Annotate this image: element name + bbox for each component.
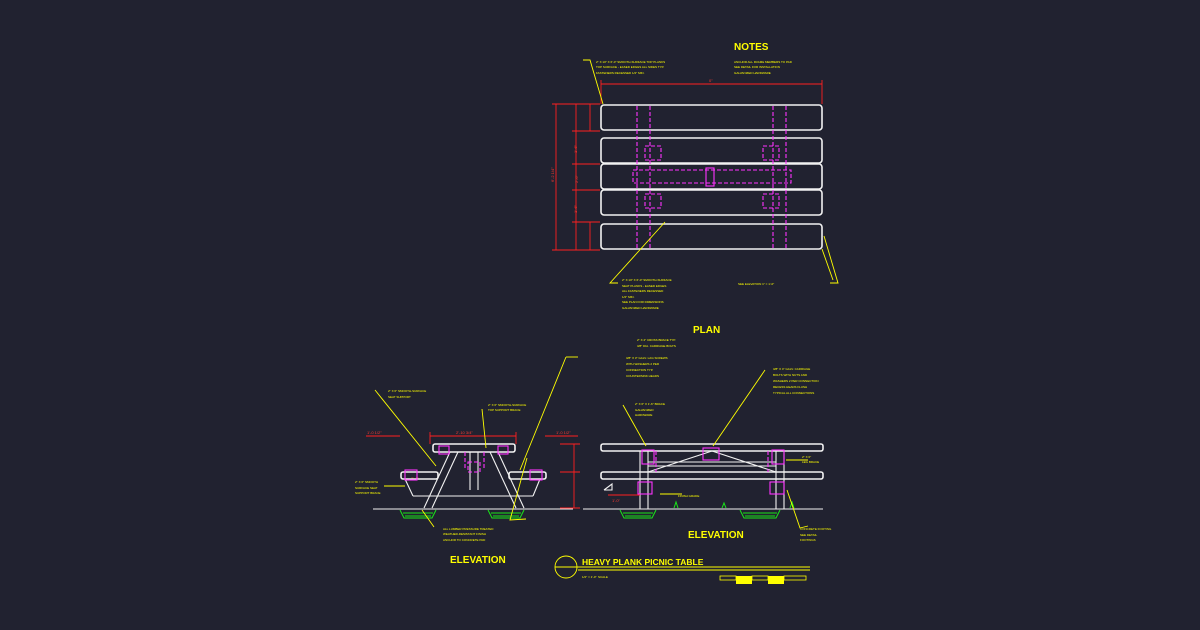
notes-label: NOTES [734,42,769,53]
title-block: 1/2" = 1'-0" SCALE [554,555,810,584]
svg-text:WITH WASHERS 2 PER: WITH WASHERS 2 PER [626,362,660,366]
svg-text:6'-2 1/4": 6'-2 1/4" [550,167,555,182]
drawing-title: HEAVY PLANK PICNIC TABLE [582,557,704,567]
scale-bar [719,575,807,584]
svg-text:ALL LUMBER PRESSURE TREATED: ALL LUMBER PRESSURE TREATED [443,527,494,531]
side-elevation: 1'-0" 3/8" X 3" GALV. LAG SCREWS WITH WA… [583,356,832,542]
plan-view: 0" 6'-2 1/4" 1'-6" 2'-6" 1'-6" [550,59,839,348]
svg-text:SCALE: SCALE [598,575,608,579]
plan-dimensions: 0" 6'-2 1/4" 1'-6" 2'-6" 1'-6" [550,78,823,251]
svg-text:2" X 10" X 6'-0" SMOOTH-SURFAC: 2" X 10" X 6'-0" SMOOTH-SURFACE [622,278,672,282]
svg-text:0": 0" [709,78,713,83]
svg-text:1/2" = 1'-0": 1/2" = 1'-0" [582,575,597,579]
svg-text:2" X 6" SMOOTH: 2" X 6" SMOOTH [355,480,378,484]
svg-text:SEAT SUPPORT: SEAT SUPPORT [388,395,411,399]
svg-text:SURFACE SEAT: SURFACE SEAT [355,486,378,490]
svg-text:3/8" X 4" GALV. CARRIAGE: 3/8" X 4" GALV. CARRIAGE [773,367,810,371]
svg-text:1/2" MIN.: 1/2" MIN. [622,295,635,299]
svg-text:FOOTINGS: FOOTINGS [800,538,816,542]
svg-text:TOP SUPPORT BRACE: TOP SUPPORT BRACE [488,408,520,412]
svg-text:3/8" DIA. CARRIAGE BOLTS: 3/8" DIA. CARRIAGE BOLTS [637,344,676,348]
svg-text:ANCHOR TO CONCRETE PAD: ANCHOR TO CONCRETE PAD [443,538,486,542]
plan-notes: 2" X 10" X 6'-0" SMOOTH-SURFACE TOP PLAN… [596,60,793,348]
side-elevation-label: ELEVATION [688,530,744,541]
svg-text:FINISH GRADE: FINISH GRADE [678,494,699,498]
svg-text:SEAT PLANKS - EASED EDGES: SEAT PLANKS - EASED EDGES [622,284,666,288]
svg-text:2" X 4" CROSS BRACE TYP.: 2" X 4" CROSS BRACE TYP. [637,338,676,342]
side-elevation-leaders [622,369,809,529]
svg-text:2" X 6" SMOOTH-SURFACE: 2" X 6" SMOOTH-SURFACE [388,389,426,393]
svg-text:1'-0 1/2": 1'-0 1/2" [367,430,382,435]
svg-text:SEE ELEVATION 1" = 1'-0": SEE ELEVATION 1" = 1'-0" [738,282,774,286]
svg-text:1'-6": 1'-6" [573,144,578,153]
svg-text:CONNECTION TYP.: CONNECTION TYP. [626,368,653,372]
end-elevation-label: ELEVATION [450,555,506,566]
end-elevation-notes: 2" X 6" SMOOTH-SURFACE SEAT SUPPORT 2" X… [355,389,526,542]
end-elevation-leaders [374,356,578,528]
svg-text:1'-6": 1'-6" [573,204,578,213]
svg-text:RECESS HEADS FLUSH: RECESS HEADS FLUSH [773,385,807,389]
svg-text:3/8" X 3" GALV. LAG SCREWS: 3/8" X 3" GALV. LAG SCREWS [626,356,668,360]
svg-text:SEE PLAN FOR DIMENSIONS: SEE PLAN FOR DIMENSIONS [622,300,664,304]
svg-text:2" X 10" X 6'-0" SMOOTH-SURFAC: 2" X 10" X 6'-0" SMOOTH-SURFACE TOP PLAN… [596,60,665,64]
svg-text:WASHERS 2 PER CONNECTION: WASHERS 2 PER CONNECTION [773,379,819,383]
svg-text:TOP SURFACE - EASED EDGES ALL: TOP SURFACE - EASED EDGES ALL SIDES TYP. [596,65,664,69]
svg-text:CONCRETE FOOTING: CONCRETE FOOTING [800,527,832,531]
plan-leaders [583,59,839,284]
svg-text:2" X 6" SMOOTH-SURFACE: 2" X 6" SMOOTH-SURFACE [488,403,526,407]
svg-text:1'-0": 1'-0" [612,498,621,503]
svg-text:2'-10 3/4": 2'-10 3/4" [456,430,473,435]
end-elevation: 1'-0 1/2" 2'-10 3/4" 1'-0 1/2" 2'-1" [355,356,580,542]
svg-text:SUPPORT BRACE: SUPPORT BRACE [355,491,381,495]
svg-text:SEE DETAIL: SEE DETAIL [800,533,817,537]
plan-hidden-frame [632,106,792,248]
svg-text:1'-0 1/2": 1'-0 1/2" [556,430,571,435]
svg-text:COUNTERSINK HEADS: COUNTERSINK HEADS [626,374,659,378]
svg-text:TYPICAL ALL CONNECTIONS: TYPICAL ALL CONNECTIONS [773,391,814,395]
svg-text:GALVANIZED: GALVANIZED [635,408,654,412]
svg-text:BOLTS WITH NUTS AND: BOLTS WITH NUTS AND [773,373,808,377]
svg-text:GALVANIZED HARDWARE: GALVANIZED HARDWARE [622,306,659,310]
svg-text:HARDWARE: HARDWARE [635,413,652,417]
svg-text:2" X 6" X 1'-6" BRACE: 2" X 6" X 1'-6" BRACE [635,402,665,406]
end-elevation-footings [399,509,525,519]
svg-text:LEG BRACE: LEG BRACE [802,460,819,464]
svg-text:FASTENERS RECESSED 1/2" MIN.: FASTENERS RECESSED 1/2" MIN. [596,71,645,75]
svg-text:SEE DETAIL FOR INSTALLATION: SEE DETAIL FOR INSTALLATION [734,65,780,69]
side-elevation-footings [619,500,795,519]
svg-text:2" X 6": 2" X 6" [802,455,811,459]
svg-text:GALVANIZED HARDWARE: GALVANIZED HARDWARE [734,71,771,75]
svg-text:WEATHER-RESISTANT FINISH: WEATHER-RESISTANT FINISH [443,532,486,536]
plan-planks [600,104,823,250]
svg-text:2'-6": 2'-6" [574,174,579,183]
svg-text:ALL FASTENERS RECESSED: ALL FASTENERS RECESSED [622,289,664,293]
svg-text:ANCHOR ALL FRAME MEMBERS TO PA: ANCHOR ALL FRAME MEMBERS TO PAD [734,60,793,64]
side-elevation-notes: 3/8" X 3" GALV. LAG SCREWS WITH WASHERS … [626,356,832,542]
plan-view-label: PLAN [693,325,720,336]
